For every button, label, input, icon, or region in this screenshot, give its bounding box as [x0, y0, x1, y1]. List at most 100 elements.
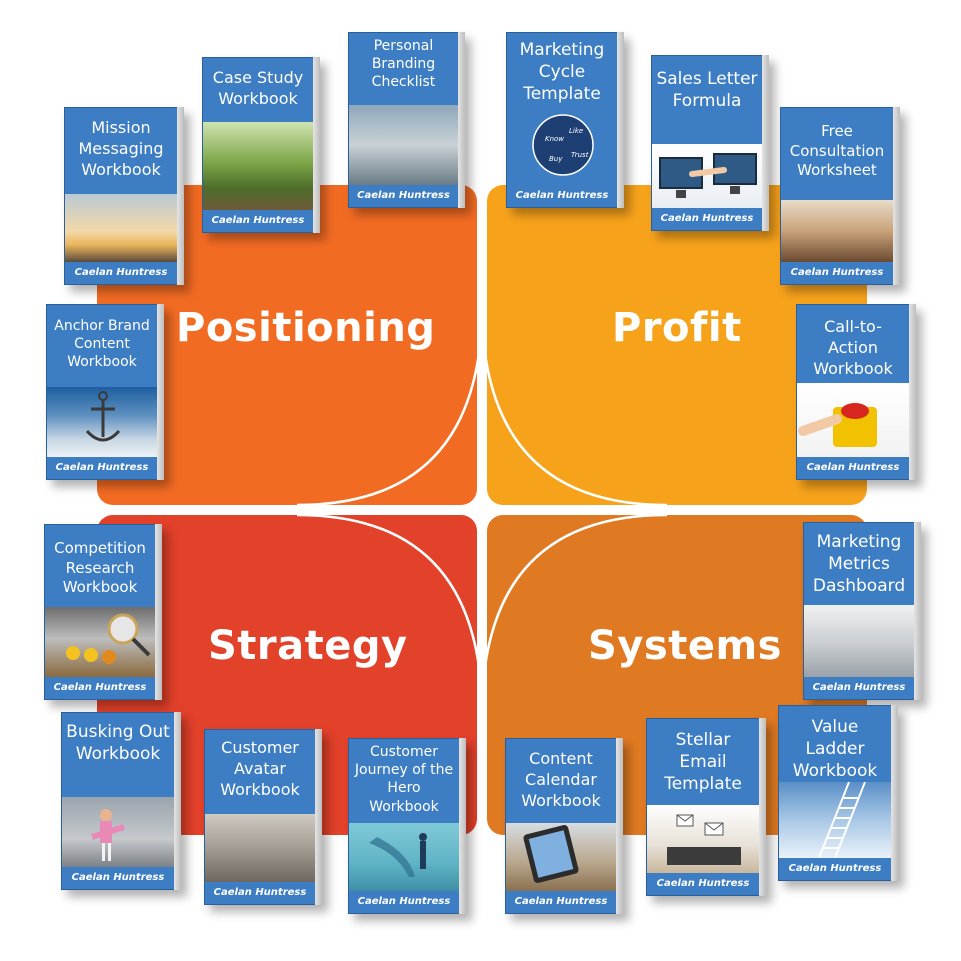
book-title: Sales Letter Formula	[656, 69, 758, 112]
book-cover: Busking Out Workbook Caelan Huntress	[61, 712, 175, 890]
book-cover: Customer Avatar Workbook Caelan Huntress	[204, 729, 316, 905]
tree-book-image	[203, 122, 313, 210]
book-cover: Mission Messaging Workbook Caelan Huntre…	[64, 107, 178, 285]
book-title: Customer Journey of the Hero Workbook	[354, 744, 454, 815]
quadrant-label-systems: Systems	[588, 623, 782, 669]
book-author: Caelan Huntress	[790, 267, 884, 278]
hero-silhouette-icon	[369, 833, 427, 877]
book-personal-branding-checklist[interactable]: Personal Branding Checklist Caelan Huntr…	[348, 32, 465, 208]
book-author: Caelan Huntress	[211, 215, 305, 226]
book-anchor-brand-content-workbook[interactable]: Anchor Brand Content Workbook Caelan Hun…	[46, 304, 164, 480]
book-cover: Stellar Email Template Caelan Huntress	[646, 718, 760, 896]
book-spine	[759, 718, 766, 896]
red-button-image	[797, 383, 909, 457]
book-sales-letter-formula[interactable]: Sales Letter Formula Caelan Huntress	[651, 55, 769, 231]
book-spine	[313, 57, 320, 233]
book-spine	[458, 32, 465, 208]
book-marketing-metrics-dashboard[interactable]: Marketing Metrics Dashboard Caelan Huntr…	[803, 522, 921, 700]
book-cover: Anchor Brand Content Workbook Caelan Hun…	[46, 304, 158, 480]
book-author: Caelan Huntress	[660, 213, 754, 224]
tablet-icon	[523, 825, 579, 883]
book-spine	[315, 729, 322, 905]
hands-photo-image	[349, 105, 458, 185]
push-button-icon	[798, 403, 877, 447]
book-title: Free Consultation Worksheet	[789, 122, 885, 179]
coffee-meeting-image	[781, 200, 893, 262]
book-spine	[891, 705, 898, 881]
book-cover: Marketing Metrics Dashboard Caelan Huntr…	[803, 522, 915, 700]
email-laptop-image	[647, 805, 759, 873]
book-spine	[762, 55, 769, 231]
book-cover: Call-to-Action Workbook Caelan Huntress	[796, 304, 910, 480]
sculptor-image	[205, 814, 315, 882]
book-title: Customer Avatar Workbook	[220, 738, 300, 799]
book-title: Personal Branding Checklist	[371, 38, 436, 91]
hero-shadow-image	[349, 823, 459, 891]
book-value-ladder-workbook[interactable]: Value Ladder Workbook Caelan Huntress	[778, 705, 898, 881]
quadrant-label-positioning: Positioning	[176, 305, 436, 351]
book-author: Caelan Huntress	[357, 190, 450, 201]
book-title: Busking Out Workbook	[66, 722, 170, 765]
book-cover: Customer Journey of the Hero Workbook Ca…	[348, 738, 460, 914]
book-spine	[616, 738, 623, 914]
center-arcs	[296, 314, 668, 706]
book-spine	[174, 712, 181, 890]
tablet-hands-image	[506, 823, 616, 891]
book-author: Caelan Huntress	[656, 878, 750, 889]
book-cover: Marketing Cycle Template Know Like Trust…	[506, 32, 618, 208]
book-cover: Competition Research Workbook Caelan Hun…	[44, 524, 156, 700]
book-author: Caelan Huntress	[788, 863, 882, 874]
quadrant-label-strategy: Strategy	[208, 623, 408, 669]
book-title: Content Calendar Workbook	[521, 749, 601, 810]
book-cover: Case Study Workbook Caelan Huntress	[202, 57, 314, 233]
book-author: Caelan Huntress	[55, 462, 149, 473]
handshake-screens-image	[652, 144, 762, 208]
book-cover: Value Ladder Workbook Caelan Huntress	[778, 705, 892, 881]
book-stellar-email-template[interactable]: Stellar Email Template Caelan Huntress	[646, 718, 766, 896]
book-author: Caelan Huntress	[74, 267, 168, 278]
book-author: Caelan Huntress	[514, 896, 608, 907]
book-cover: Free Consultation Worksheet Caelan Huntr…	[780, 107, 894, 285]
book-spine	[459, 738, 466, 914]
book-customer-avatar-workbook[interactable]: Customer Avatar Workbook Caelan Huntress	[204, 729, 322, 905]
ladder-icon	[818, 782, 866, 858]
magnifier-pawns-image	[45, 607, 155, 677]
cycle-word-know: Know	[545, 135, 564, 143]
book-mission-messaging-workbook[interactable]: Mission Messaging Workbook Caelan Huntre…	[64, 107, 184, 285]
book-spine	[909, 304, 916, 480]
laptop-typing-image	[804, 605, 914, 677]
cycle-word-like: Like	[569, 127, 583, 135]
book-title: Value Ladder Workbook	[792, 717, 878, 782]
book-author: Caelan Huntress	[357, 896, 451, 907]
anchor-image	[47, 387, 157, 457]
quadrant-profit-bg	[487, 185, 867, 505]
cycle-word-trust: Trust	[571, 151, 589, 159]
book-competition-research-workbook[interactable]: Competition Research Workbook Caelan Hun…	[44, 524, 162, 700]
book-call-to-action-workbook[interactable]: Call-to-Action Workbook Caelan Huntress	[796, 304, 916, 480]
know-like-trust-cycle-icon: Know Like Trust Buy	[532, 114, 594, 176]
book-marketing-cycle-template[interactable]: Marketing Cycle Template Know Like Trust…	[506, 32, 624, 208]
anchor-icon	[85, 391, 121, 442]
book-title: Competition Research Workbook	[54, 539, 146, 596]
book-author: Caelan Huntress	[53, 682, 147, 693]
book-spine	[177, 107, 184, 285]
book-case-study-workbook[interactable]: Case Study Workbook Caelan Huntress	[202, 57, 320, 233]
quadrant-label-profit: Profit	[612, 305, 742, 351]
monitors-icon	[659, 153, 757, 198]
sky-ladder-image	[779, 782, 891, 858]
book-author: Caelan Huntress	[213, 887, 307, 898]
busker-figure-icon	[91, 809, 125, 861]
quadrant-positioning-bg	[97, 185, 477, 505]
book-busking-out-workbook[interactable]: Busking Out Workbook Caelan Huntress	[61, 712, 181, 890]
book-spine	[893, 107, 900, 285]
book-free-consultation-worksheet[interactable]: Free Consultation Worksheet Caelan Huntr…	[780, 107, 900, 285]
book-title: Stellar Email Template	[664, 730, 742, 795]
book-spine	[155, 524, 162, 700]
book-title: Mission Messaging Workbook	[78, 118, 164, 179]
book-customer-journey-of-the-hero-workbook[interactable]: Customer Journey of the Hero Workbook Ca…	[348, 738, 466, 914]
magnifying-glass-icon	[66, 613, 151, 664]
book-author: Caelan Huntress	[806, 462, 900, 473]
girl-guitar-image	[62, 797, 174, 867]
book-content-calendar-workbook[interactable]: Content Calendar Workbook Caelan Huntres…	[505, 738, 623, 914]
book-author: Caelan Huntress	[71, 872, 165, 883]
